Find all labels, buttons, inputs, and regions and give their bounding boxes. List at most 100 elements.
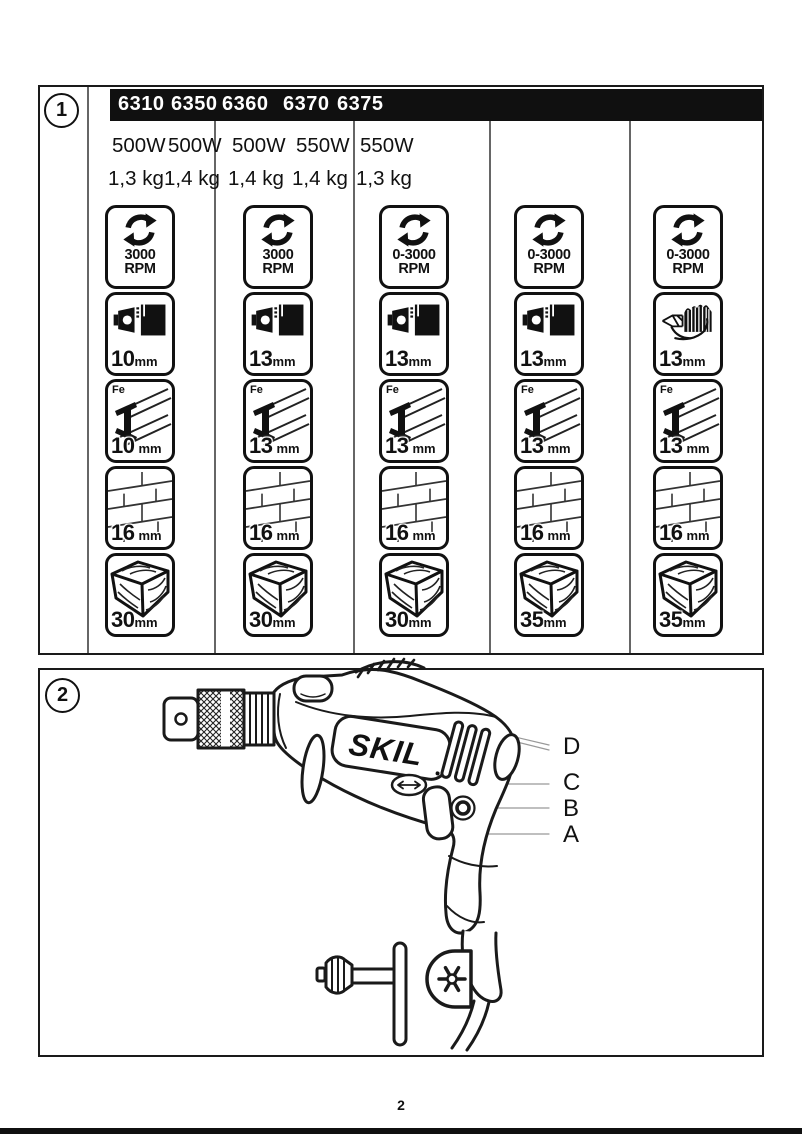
- mm-unit: mm: [682, 615, 706, 630]
- chuck-capacity-badge: 10mm: [105, 292, 175, 376]
- mm-unit: mm: [543, 615, 567, 630]
- wood-mm: 30: [111, 607, 135, 632]
- mm-unit: mm: [682, 354, 706, 369]
- column-divider: [629, 121, 631, 653]
- mm-unit: mm: [276, 441, 300, 456]
- column-divider: [214, 121, 216, 653]
- mm-unit: mm: [138, 528, 162, 543]
- chuck-mm: 13: [520, 346, 544, 371]
- chuck-capacity-badge: 13mm: [514, 292, 584, 376]
- power-rating: 500W: [112, 134, 166, 157]
- rpm-unit: RPM: [262, 260, 294, 277]
- rpm-value: 3000: [124, 247, 156, 263]
- steel-mm: 13: [249, 433, 273, 458]
- chuck-capacity-badge: 13mm: [379, 292, 449, 376]
- wood-capacity-badge: 35mm: [653, 553, 723, 637]
- callout-label-d: D: [563, 733, 581, 760]
- rpm-badge: 0-3000 RPM: [379, 205, 449, 289]
- page-number: 2: [397, 1097, 405, 1113]
- mm-unit: mm: [547, 528, 571, 543]
- panel-index: 2: [56, 684, 69, 706]
- chuck-capacity-badge: 13mm: [243, 292, 313, 376]
- mm-unit: mm: [412, 441, 436, 456]
- steel-mm: 13: [659, 433, 683, 458]
- wood-mm: 35: [520, 607, 544, 632]
- column-divider: [87, 87, 89, 653]
- wood-capacity-badge: 30mm: [105, 553, 175, 637]
- callout-label-a: A: [563, 821, 580, 848]
- mm-unit: mm: [408, 615, 432, 630]
- power-rating: 550W: [360, 134, 414, 157]
- keyed-chuck-icon: [251, 304, 304, 336]
- rpm-value: 0-3000: [392, 247, 436, 263]
- weight-value: 1,4 kg: [292, 167, 348, 190]
- steel-mm: 13: [520, 433, 544, 458]
- tool-diagram-panel: 2: [38, 657, 764, 1057]
- mm-unit: mm: [134, 354, 158, 369]
- fe-label: Fe: [112, 384, 125, 396]
- rpm-badge: 3000 RPM: [105, 205, 175, 289]
- chuck-mm: 10: [111, 346, 135, 371]
- wood-mm: 30: [385, 607, 409, 632]
- rpm-value: 0-3000: [527, 247, 571, 263]
- rotation-arrows-icon: [393, 211, 435, 249]
- chuck-mm: 13: [385, 346, 409, 371]
- masonry-mm: 16: [520, 520, 544, 545]
- mm-unit: mm: [547, 441, 571, 456]
- callout-label-b: B: [563, 795, 580, 822]
- rpm-unit: RPM: [672, 260, 704, 277]
- weight-value: 1,3 kg: [356, 167, 412, 190]
- mm-unit: mm: [138, 441, 162, 456]
- spec-table-panel: 1 6310 6350 6360 6370 6375 500W 500W 500…: [38, 85, 764, 655]
- panel-index-badge: 2: [45, 678, 80, 713]
- chuck-capacity-badge: 13mm: [653, 292, 723, 376]
- model-number: 6350: [171, 93, 218, 115]
- mm-unit: mm: [408, 354, 432, 369]
- weight-value: 1,3 kg: [108, 167, 164, 190]
- mm-unit: mm: [543, 354, 567, 369]
- weight-value: 1,4 kg: [164, 167, 220, 190]
- rotation-arrows-icon: [667, 211, 709, 249]
- model-number: 6360: [222, 93, 269, 115]
- column-divider: [353, 121, 355, 653]
- rpm-value: 3000: [262, 247, 294, 263]
- masonry-mm: 16: [249, 520, 273, 545]
- model-header-bar: 6310 6350 6360 6370 6375: [110, 89, 762, 121]
- masonry-mm: 16: [659, 520, 683, 545]
- rpm-badge: 0-3000 RPM: [514, 205, 584, 289]
- mm-unit: mm: [686, 528, 710, 543]
- power-rating: 550W: [296, 134, 350, 157]
- rpm-badge: 3000 RPM: [243, 205, 313, 289]
- keyed-chuck-icon: [387, 304, 440, 336]
- wood-capacity-badge: 35mm: [514, 553, 584, 637]
- rpm-value: 0-3000: [666, 247, 710, 263]
- rpm-unit: RPM: [398, 260, 430, 277]
- keyed-chuck-icon: [522, 304, 575, 336]
- chuck-mm: 13: [659, 346, 683, 371]
- fe-label: Fe: [660, 384, 673, 396]
- fe-label: Fe: [386, 384, 399, 396]
- steel-mm: 13: [385, 433, 409, 458]
- footer-bar: [0, 1128, 802, 1134]
- weight-value: 1,4 kg: [228, 167, 284, 190]
- drill-illustration: SKIL: [162, 657, 550, 1052]
- masonry-mm: 16: [385, 520, 409, 545]
- wood-mm: 35: [659, 607, 683, 632]
- power-rating: 500W: [232, 134, 286, 157]
- column-divider: [489, 121, 491, 653]
- rotation-arrows-icon: [528, 211, 570, 249]
